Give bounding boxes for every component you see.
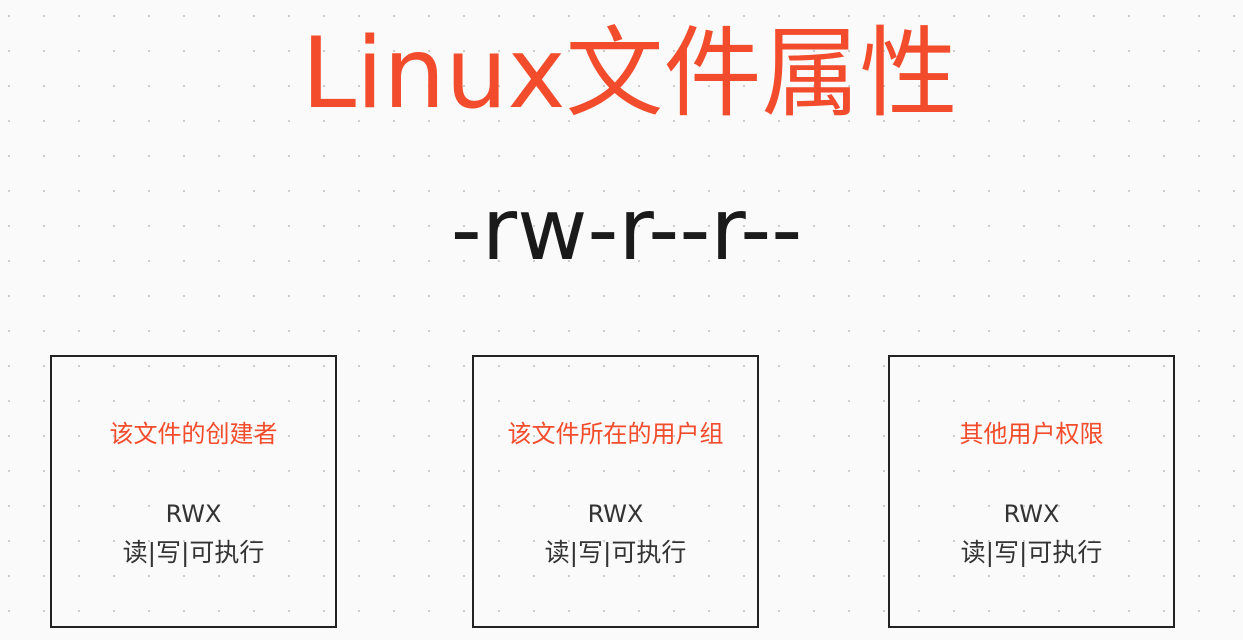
owner-permission-box: 该文件的创建者 RWX 读|写|可执行 xyxy=(50,355,337,628)
others-rwx: RWX xyxy=(1003,500,1060,528)
owner-description: 读|写|可执行 xyxy=(122,538,265,567)
permission-string: -rw-r--r-- xyxy=(450,180,803,280)
owner-label: 该文件的创建者 xyxy=(109,420,278,448)
others-description: 读|写|可执行 xyxy=(960,538,1103,567)
group-rwx: RWX xyxy=(587,500,644,528)
owner-rwx: RWX xyxy=(165,500,222,528)
group-permission-box: 该文件所在的用户组 RWX 读|写|可执行 xyxy=(472,355,759,628)
others-permission-box: 其他用户权限 RWX 读|写|可执行 xyxy=(888,355,1175,628)
group-label: 该文件所在的用户组 xyxy=(507,420,724,448)
others-label: 其他用户权限 xyxy=(959,420,1104,448)
diagram-title: Linux文件属性 xyxy=(301,17,958,131)
group-description: 读|写|可执行 xyxy=(544,538,687,567)
